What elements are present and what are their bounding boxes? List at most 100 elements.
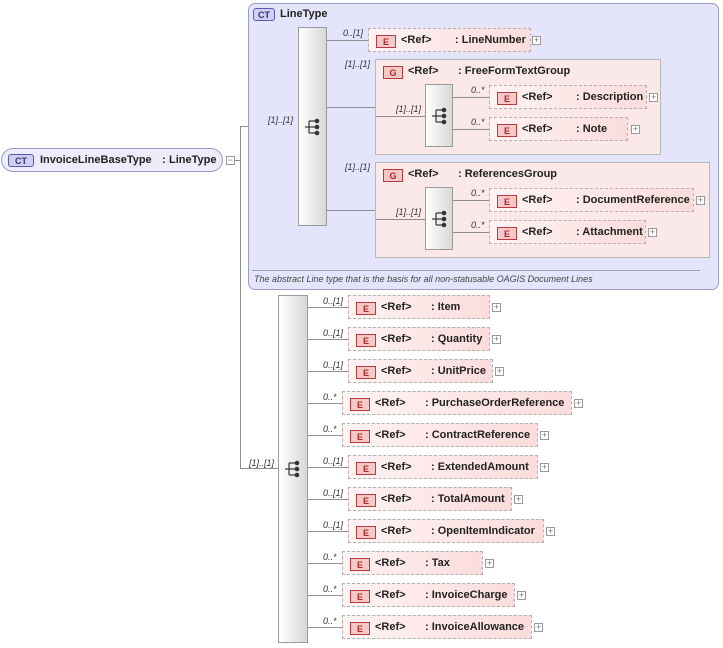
sequence-compositor[interactable] — [298, 27, 327, 226]
element-ref: <Ref> — [522, 226, 553, 238]
element-purchase-order-reference[interactable]: E <Ref> : PurchaseOrderReference — [342, 391, 572, 415]
element-ref: <Ref> — [375, 397, 406, 409]
element-document-reference[interactable]: E <Ref> : DocumentReference — [489, 188, 694, 212]
expand-icon[interactable]: + — [492, 334, 501, 344]
element-name: : Note — [576, 123, 608, 135]
element-icon: E — [497, 195, 517, 208]
root-complex-type[interactable]: CT InvoiceLineBaseType : LineType — [1, 148, 223, 172]
sequence-compositor[interactable] — [425, 84, 453, 147]
connector — [308, 371, 348, 372]
element-icon: E — [350, 430, 370, 443]
element-invoice-allowance[interactable]: E <Ref> : InvoiceAllowance — [342, 615, 532, 639]
cardinality-label: [1]..[1] — [345, 59, 371, 69]
element-icon: E — [356, 494, 376, 507]
element-icon: E — [376, 35, 396, 48]
element-ref: <Ref> — [375, 557, 406, 569]
element-name: : Description — [576, 91, 644, 103]
expand-icon[interactable]: + — [485, 558, 494, 568]
group-ref: <Ref> — [408, 168, 439, 180]
element-open-item-indicator[interactable]: E <Ref> : OpenItemIndicator — [348, 519, 544, 543]
connector — [376, 219, 425, 220]
element-name: : Quantity — [431, 333, 483, 345]
element-icon: E — [350, 622, 370, 635]
element-ref: <Ref> — [381, 525, 412, 537]
connector — [308, 467, 348, 468]
element-line-number[interactable]: E <Ref> : LineNumber — [368, 28, 531, 52]
element-ref: <Ref> — [381, 333, 412, 345]
cardinality-label: 0..* — [471, 117, 485, 127]
expand-icon[interactable]: + — [574, 398, 583, 408]
group-name: : ReferencesGroup — [458, 168, 558, 180]
element-description[interactable]: E <Ref> : Description — [489, 85, 647, 109]
cardinality-label: 0..* — [471, 85, 485, 95]
cardinality-label: 0..[1] — [323, 456, 344, 466]
connector — [453, 200, 489, 201]
cardinality-label: 0..[1] — [323, 520, 344, 530]
cardinality-label: [1]..[1] — [396, 104, 422, 114]
cardinality-label: 0..[1] — [323, 488, 344, 498]
cardinality-label: [1]..[1] — [396, 207, 422, 217]
element-tax[interactable]: E <Ref> : Tax — [342, 551, 483, 575]
element-ref: <Ref> — [381, 301, 412, 313]
element-name: : UnitPrice — [431, 365, 487, 377]
element-icon: E — [356, 462, 376, 475]
expand-icon[interactable]: + — [649, 92, 658, 102]
expand-icon[interactable]: + — [532, 35, 541, 45]
connector — [453, 129, 489, 130]
connector — [308, 563, 342, 564]
expand-icon[interactable]: + — [540, 430, 549, 440]
element-extended-amount[interactable]: E <Ref> : ExtendedAmount — [348, 455, 538, 479]
group-name: : FreeFormTextGroup — [458, 65, 571, 77]
expand-icon[interactable]: + — [540, 462, 549, 472]
connector — [308, 595, 342, 596]
expand-icon[interactable]: + — [492, 302, 501, 312]
element-item[interactable]: E <Ref> : Item — [348, 295, 490, 319]
expand-icon[interactable]: + — [631, 124, 640, 134]
connector — [327, 40, 368, 41]
element-name: : InvoiceAllowance — [425, 621, 525, 633]
collapse-icon[interactable]: − — [226, 155, 235, 165]
cardinality-label: 0..* — [323, 424, 337, 434]
element-invoice-charge[interactable]: E <Ref> : InvoiceCharge — [342, 583, 515, 607]
sequence-compositor[interactable] — [278, 295, 308, 643]
element-quantity[interactable]: E <Ref> : Quantity — [348, 327, 490, 351]
expand-icon[interactable]: + — [696, 195, 705, 205]
connector — [235, 160, 240, 161]
root-type-separator: : — [162, 154, 166, 166]
expand-icon[interactable]: + — [546, 526, 555, 536]
element-ref: <Ref> — [381, 461, 412, 473]
element-icon: E — [497, 92, 517, 105]
cardinality-label: 0..[1] — [323, 328, 344, 338]
sequence-icon — [432, 107, 447, 125]
element-attachment[interactable]: E <Ref> : Attachment — [489, 220, 646, 244]
expand-icon[interactable]: + — [517, 590, 526, 600]
element-ref: <Ref> — [375, 621, 406, 633]
element-contract-reference[interactable]: E <Ref> : ContractReference — [342, 423, 538, 447]
cardinality-label: [1]..[1] — [345, 162, 371, 172]
expand-icon[interactable]: + — [514, 494, 523, 504]
complex-type-icon: CT — [253, 8, 275, 21]
element-note[interactable]: E <Ref> : Note — [489, 117, 628, 141]
element-icon: E — [356, 302, 376, 315]
element-total-amount[interactable]: E <Ref> : TotalAmount — [348, 487, 512, 511]
element-name: : TotalAmount — [431, 493, 505, 505]
element-ref: <Ref> — [375, 589, 406, 601]
element-name: : Tax — [425, 557, 450, 569]
element-name: : OpenItemIndicator — [431, 525, 535, 537]
connector — [308, 435, 342, 436]
sequence-compositor[interactable] — [425, 187, 453, 250]
element-unit-price[interactable]: E <Ref> : UnitPrice — [348, 359, 493, 383]
expand-icon[interactable]: + — [648, 227, 657, 237]
expand-icon[interactable]: + — [495, 366, 504, 376]
connector — [327, 210, 375, 211]
element-icon: E — [356, 334, 376, 347]
group-icon: G — [383, 169, 403, 182]
element-icon: E — [497, 227, 517, 240]
complex-type-icon: CT — [8, 154, 34, 167]
element-name: : DocumentReference — [576, 194, 690, 206]
expand-icon[interactable]: + — [534, 622, 543, 632]
element-icon: E — [350, 398, 370, 411]
connector — [453, 232, 489, 233]
connector — [453, 97, 489, 98]
element-name: : Item — [431, 301, 461, 313]
